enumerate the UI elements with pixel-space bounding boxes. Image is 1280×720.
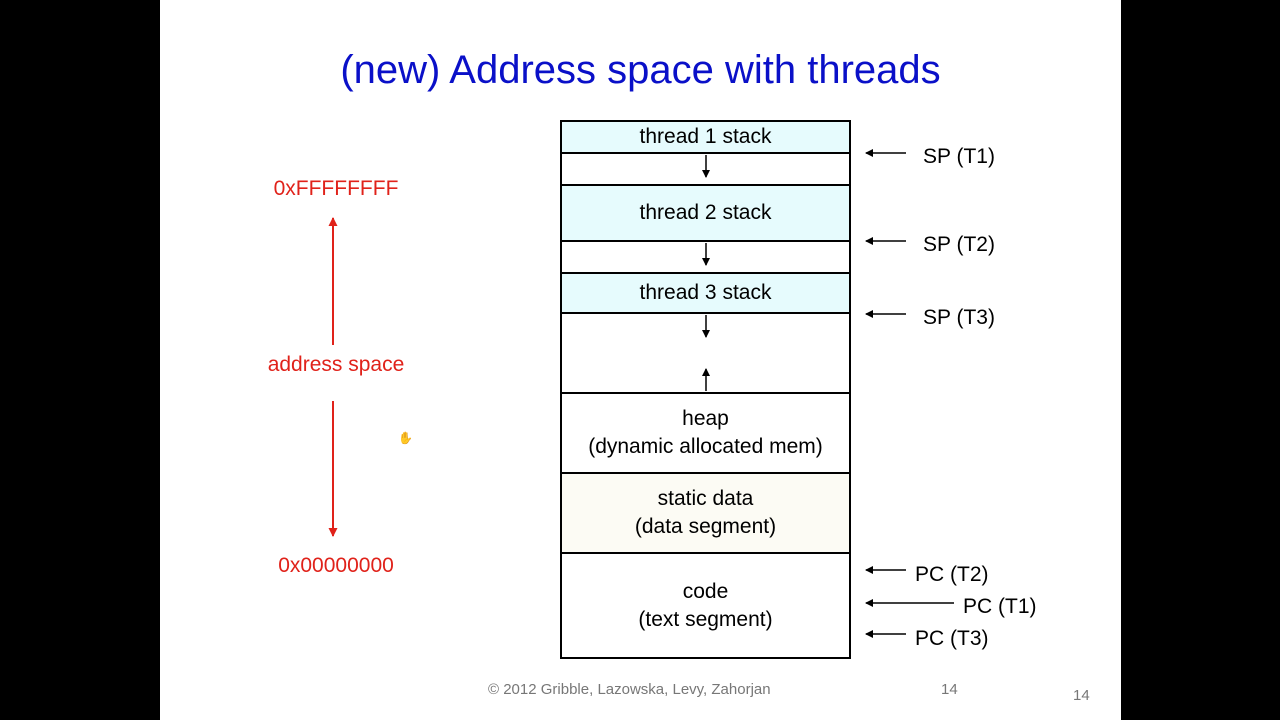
- heap-block: heap (dynamic allocated mem): [561, 393, 850, 473]
- static-data-block: static data (data segment): [561, 473, 850, 553]
- slide-title: (new) Address space with threads: [340, 48, 941, 92]
- address-top-label: 0xFFFFFFFF: [273, 177, 399, 200]
- thread2-stack-block: thread 2 stack: [561, 185, 850, 241]
- page-number: 14: [1073, 687, 1090, 704]
- sp-t1-label: SP (T1): [923, 145, 995, 168]
- pc-t1-label: PC (T1): [963, 595, 1037, 618]
- address-space-label: address space: [267, 353, 405, 376]
- code-sublabel: (text segment): [638, 607, 773, 631]
- thread3-stack-label: thread 3 stack: [639, 281, 772, 304]
- heap-label: heap: [682, 407, 729, 430]
- static-data-sublabel: (data segment): [634, 515, 777, 538]
- slide-number: 14: [941, 681, 958, 698]
- thread3-stack-block: thread 3 stack: [561, 273, 850, 313]
- thread2-stack-label: thread 2 stack: [639, 201, 772, 224]
- pc-t2-label: PC (T2): [915, 563, 989, 586]
- address-bottom-label: 0x00000000: [278, 554, 394, 577]
- sp-t2-label: SP (T2): [923, 233, 995, 256]
- memory-column-outline: [560, 120, 851, 659]
- sp-t3-label: SP (T3): [923, 306, 995, 329]
- hand-cursor-icon: ✋: [398, 431, 413, 445]
- code-block: code (text segment): [561, 553, 850, 658]
- thread1-stack-block: thread 1 stack: [561, 121, 850, 153]
- code-label: code: [682, 579, 729, 603]
- thread1-stack-label: thread 1 stack: [639, 125, 772, 148]
- heap-sublabel: (dynamic allocated mem): [588, 435, 823, 458]
- pc-t3-label: PC (T3): [915, 627, 989, 650]
- static-data-label: static data: [657, 487, 754, 510]
- copyright-footer: © 2012 Gribble, Lazowska, Levy, Zahorjan: [488, 681, 771, 698]
